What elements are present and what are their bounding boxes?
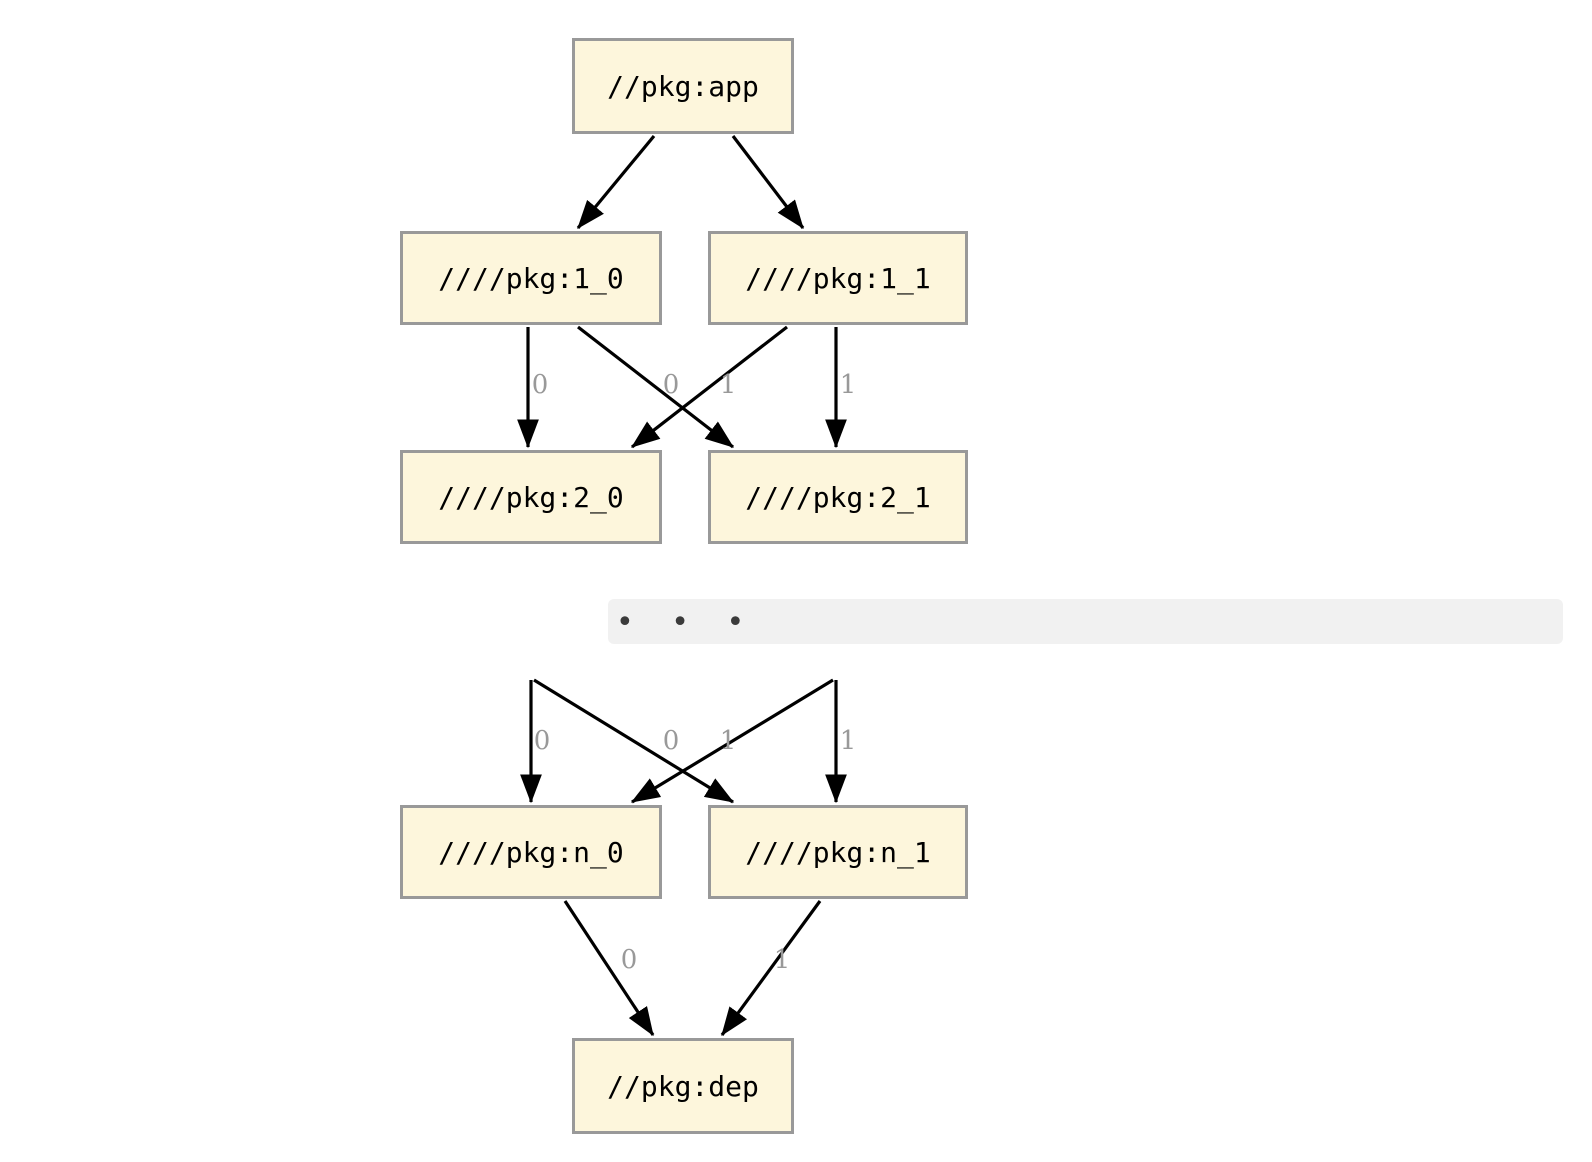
edge-label: 0 [662,370,680,400]
edge-label: 1 [719,726,737,756]
graph-node-label: ////pkg:n_0 [438,835,624,869]
ellipsis-separator: • • • [608,599,1563,644]
graph-node-n2_0[interactable]: ////pkg:2_0 [400,450,662,544]
edge-label: 0 [533,726,551,756]
graph-node-nn_1[interactable]: ////pkg:n_1 [708,805,968,899]
edge-label: 0 [531,370,549,400]
edge-label: 0 [662,726,680,756]
graph-node-nn_0[interactable]: ////pkg:n_0 [400,805,662,899]
graph-node-n2_1[interactable]: ////pkg:2_1 [708,450,968,544]
graph-node-label: ////pkg:1_1 [745,261,931,295]
graph-edge-n1_1-to-n2_0 [630,325,788,449]
graph-edge-dangling-to-nn_0 [630,678,834,804]
graph-node-label: ////pkg:n_1 [745,835,931,869]
edge-label: 1 [773,945,791,975]
graph-edge-n1_0-to-n2_1 [577,325,735,449]
graph-node-label: ////pkg:2_1 [745,480,931,514]
graph-node-n1_1[interactable]: ////pkg:1_1 [708,231,968,325]
graph-edge-app-to-n1_1 [731,135,805,230]
graph-edge-nn_0-to-dep [563,900,655,1037]
graph-node-label: ////pkg:2_0 [438,480,624,514]
graph-node-label: ////pkg:1_0 [438,261,624,295]
ellipsis-dots: • • • [616,605,759,640]
edge-line-group [517,134,847,1037]
graph-edge-dangling-to-nn_1 [533,678,735,804]
graph-node-app[interactable]: //pkg:app [572,38,794,134]
graph-node-label: //pkg:app [607,69,759,103]
edge-label: 1 [839,726,857,756]
edge-label: 1 [839,370,857,400]
graph-edge-nn_1-to-dep [720,900,822,1037]
graph-node-label: //pkg:dep [607,1069,759,1103]
edge-label: 1 [719,370,737,400]
graph-node-dep[interactable]: //pkg:dep [572,1038,794,1134]
graph-node-n1_0[interactable]: ////pkg:1_0 [400,231,662,325]
edge-label: 0 [620,945,638,975]
graph-edge-app-to-n1_0 [576,134,656,230]
